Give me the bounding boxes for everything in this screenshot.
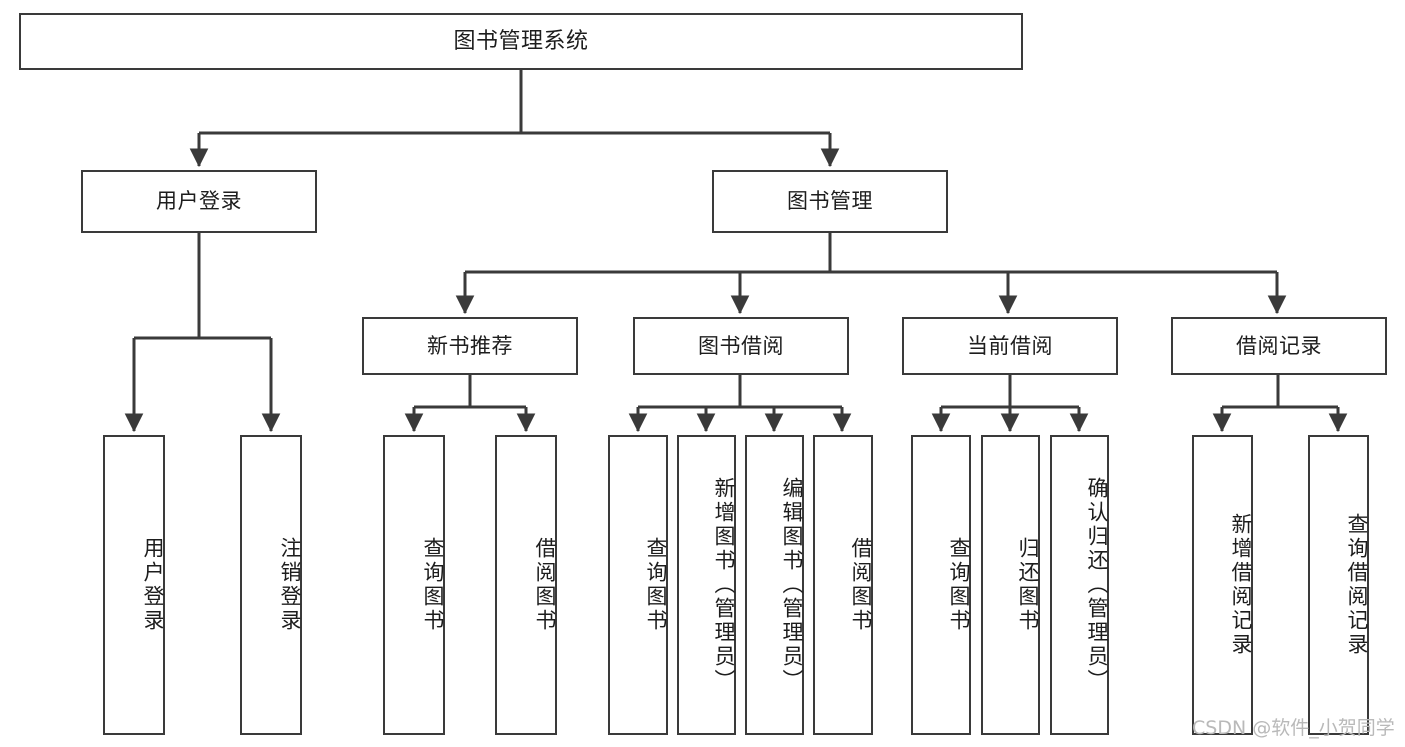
node-label: 查询图书 — [421, 537, 445, 633]
node-book-manage[interactable]: 图书管理 — [712, 170, 948, 233]
node-label: 用户登录 — [156, 189, 242, 213]
node-label: 借阅记录 — [1236, 333, 1322, 358]
node-book-borrow[interactable]: 图书借阅 — [633, 317, 849, 375]
node-label: 用户登录 — [141, 537, 165, 633]
node-leaf-query-book-1[interactable]: 查询图书 — [383, 435, 445, 735]
node-label: 归还图书 — [1016, 537, 1040, 633]
node-label: 新书推荐 — [427, 333, 513, 358]
node-label: 注销登录 — [278, 537, 302, 633]
vertical-text-wrapper: 查询图书 — [913, 437, 971, 733]
node-label: 当前借阅 — [967, 333, 1053, 358]
vertical-text-wrapper: 查询图书 — [610, 437, 668, 733]
node-label: 借阅图书 — [849, 537, 873, 633]
vertical-text-wrapper: 确认归还（管理员） — [1052, 437, 1109, 733]
node-leaf-return-book[interactable]: 归还图书 — [981, 435, 1040, 735]
node-leaf-confirm-return[interactable]: 确认归还（管理员） — [1050, 435, 1109, 735]
node-label: 新增借阅记录 — [1229, 513, 1253, 657]
watermark-text: CSDN @软件_小贺同学 — [1192, 717, 1395, 739]
node-leaf-borrow-book-2[interactable]: 借阅图书 — [813, 435, 873, 735]
node-label: 新增图书（管理员） — [712, 477, 736, 693]
node-leaf-borrow-book-1[interactable]: 借阅图书 — [495, 435, 557, 735]
node-label: 图书管理 — [787, 189, 873, 213]
node-leaf-edit-book[interactable]: 编辑图书（管理员） — [745, 435, 804, 735]
node-new-book-recommend[interactable]: 新书推荐 — [362, 317, 578, 375]
node-leaf-add-record[interactable]: 新增借阅记录 — [1192, 435, 1253, 735]
node-label: 确认归还（管理员） — [1085, 477, 1109, 693]
vertical-text-wrapper: 借阅图书 — [815, 437, 873, 733]
node-leaf-logout-login[interactable]: 注销登录 — [240, 435, 302, 735]
vertical-text-wrapper: 用户登录 — [105, 437, 165, 733]
node-leaf-user-login[interactable]: 用户登录 — [103, 435, 165, 735]
node-label: 编辑图书（管理员） — [780, 477, 804, 693]
node-leaf-query-record[interactable]: 查询借阅记录 — [1308, 435, 1369, 735]
node-label: 查询借阅记录 — [1345, 513, 1369, 657]
vertical-text-wrapper: 新增借阅记录 — [1194, 437, 1253, 733]
vertical-text-wrapper: 归还图书 — [983, 437, 1040, 733]
vertical-text-wrapper: 注销登录 — [242, 437, 302, 733]
node-user-login[interactable]: 用户登录 — [81, 170, 317, 233]
node-label: 图书借阅 — [698, 333, 784, 358]
node-label: 借阅图书 — [533, 537, 557, 633]
node-leaf-add-book[interactable]: 新增图书（管理员） — [677, 435, 736, 735]
node-label: 图书管理系统 — [453, 28, 589, 54]
vertical-text-wrapper: 查询借阅记录 — [1310, 437, 1369, 733]
vertical-text-wrapper: 新增图书（管理员） — [679, 437, 736, 733]
node-borrow-record[interactable]: 借阅记录 — [1171, 317, 1387, 375]
vertical-text-wrapper: 编辑图书（管理员） — [747, 437, 804, 733]
node-root-system[interactable]: 图书管理系统 — [19, 13, 1023, 70]
vertical-text-wrapper: 查询图书 — [385, 437, 445, 733]
node-label: 查询图书 — [644, 537, 668, 633]
node-leaf-query-book-2[interactable]: 查询图书 — [608, 435, 668, 735]
node-leaf-query-book-3[interactable]: 查询图书 — [911, 435, 971, 735]
node-current-borrow[interactable]: 当前借阅 — [902, 317, 1118, 375]
node-label: 查询图书 — [947, 537, 971, 633]
vertical-text-wrapper: 借阅图书 — [497, 437, 557, 733]
